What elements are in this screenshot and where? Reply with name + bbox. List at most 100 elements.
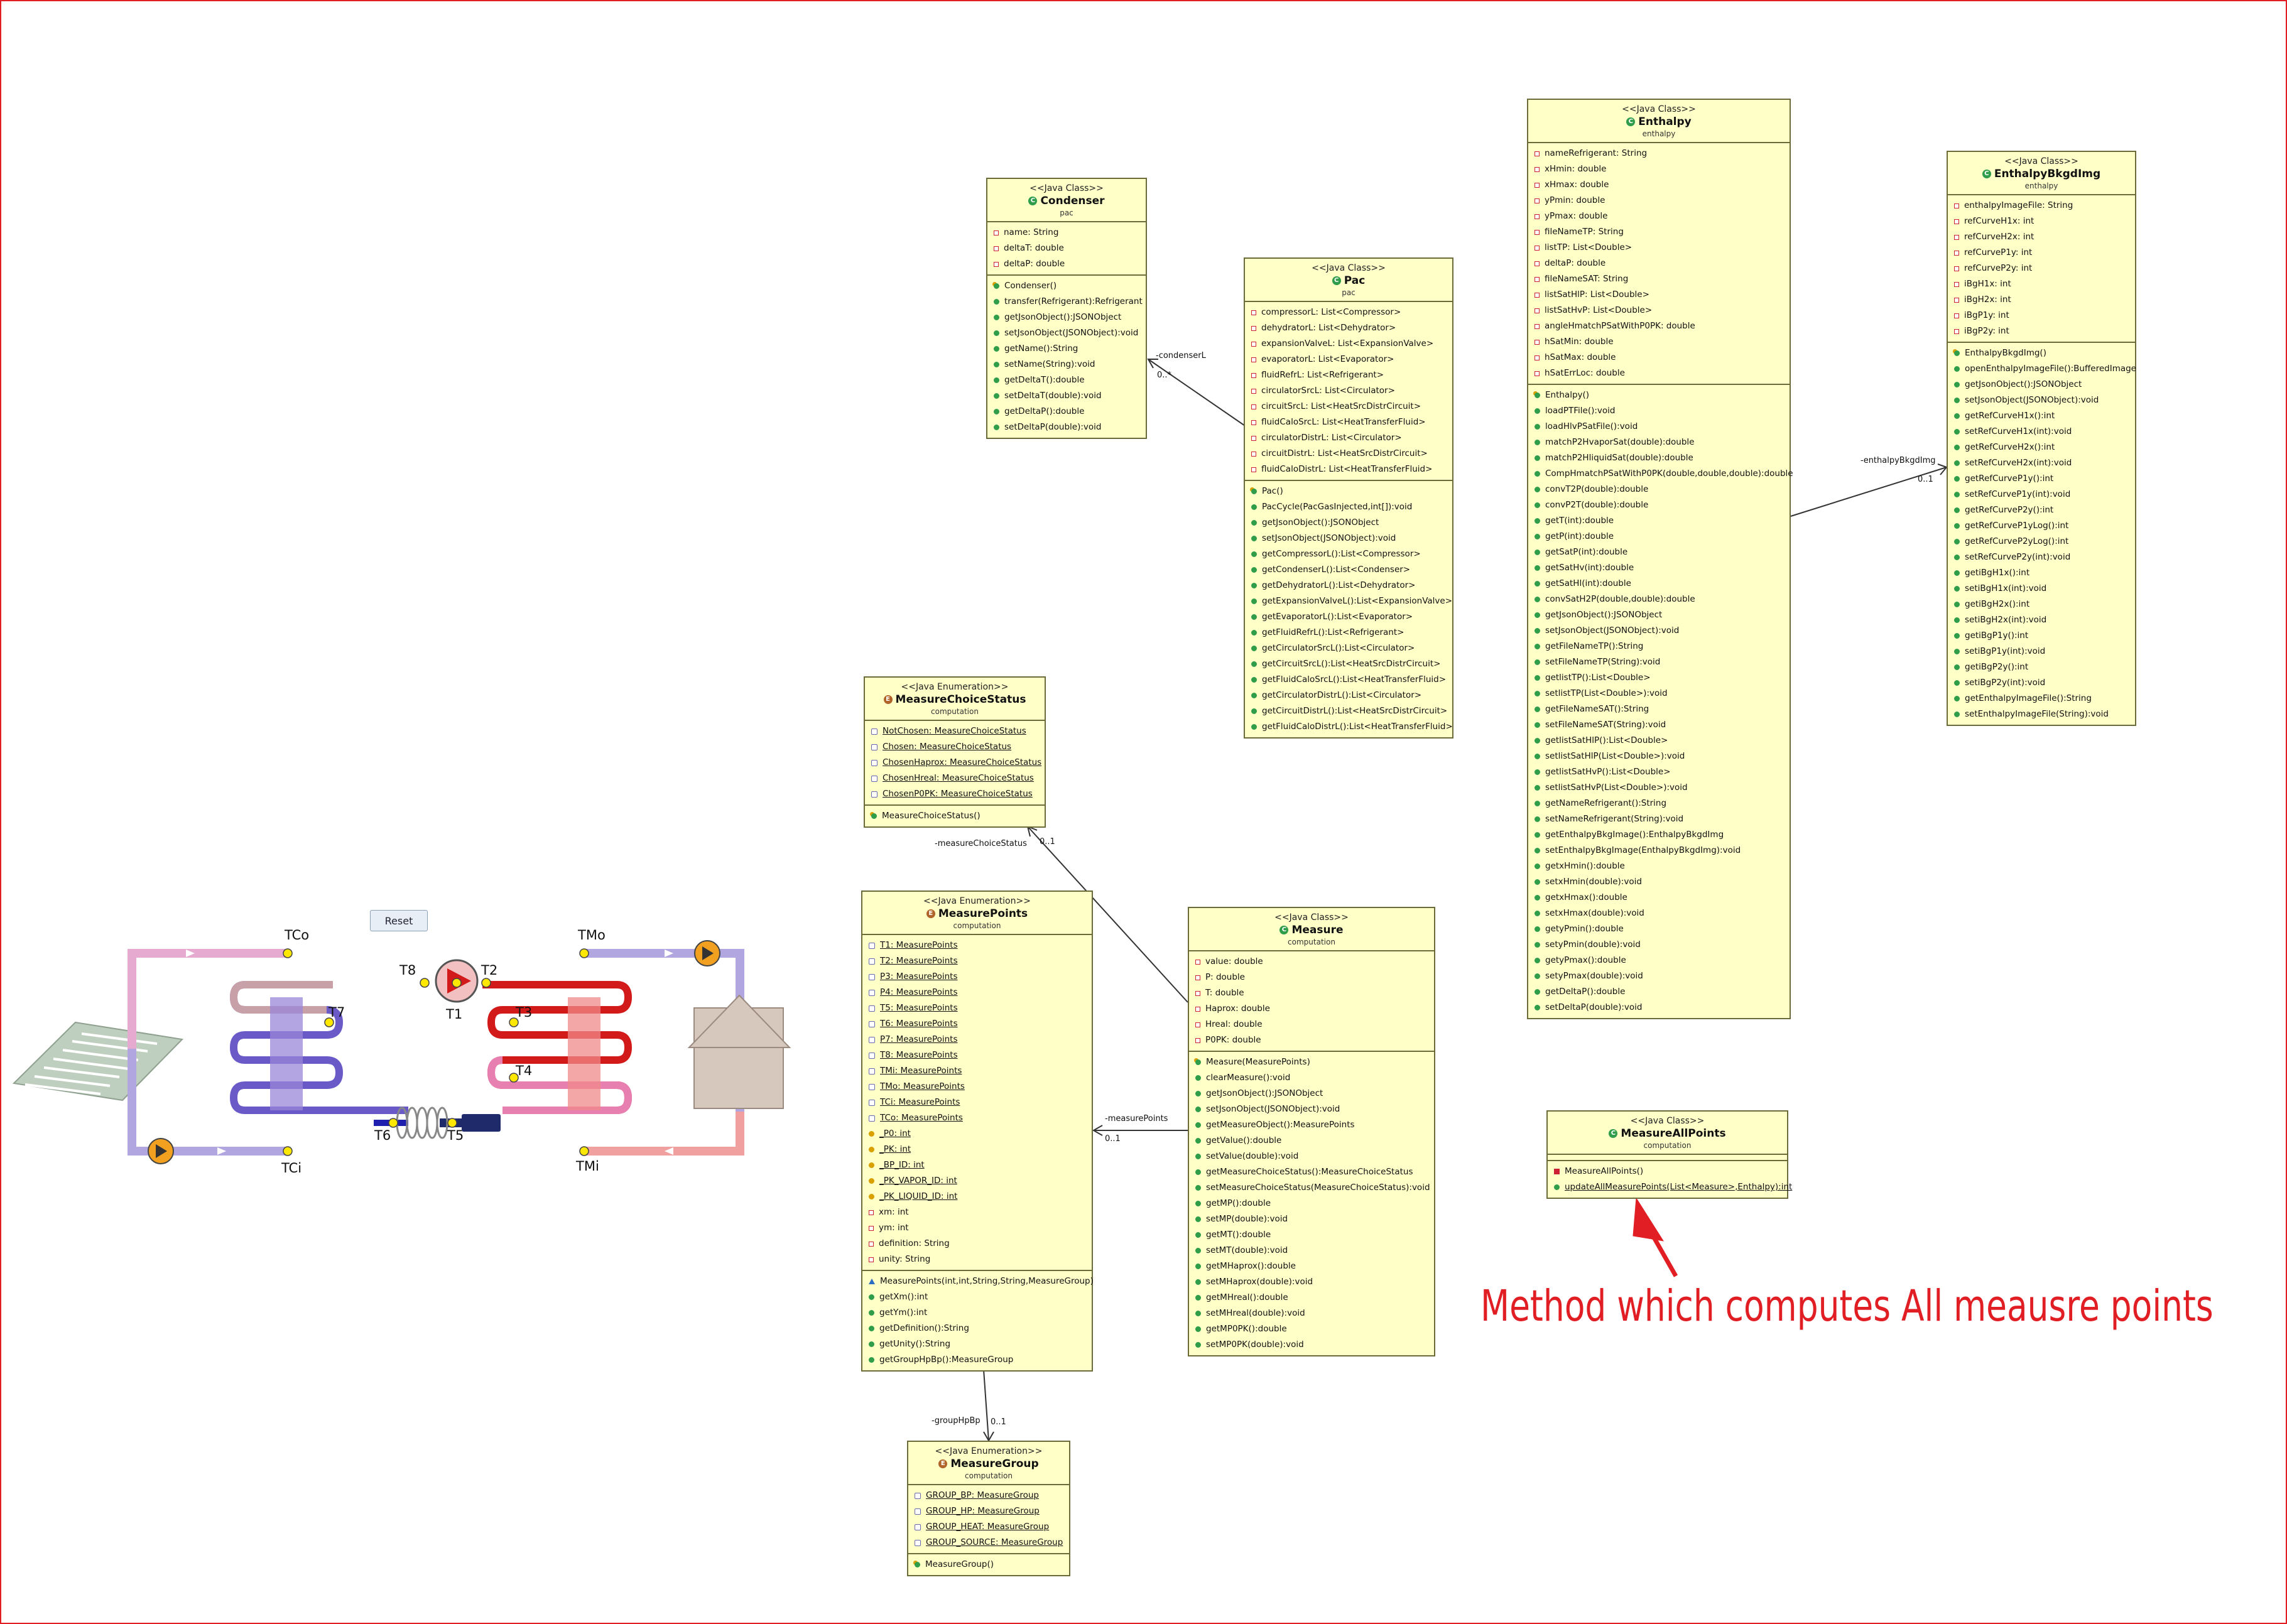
attribute-row[interactable]: dehydratorL: List<Dehydrator> (1245, 320, 1452, 336)
method-row[interactable]: setiBgH1x(int):void (1948, 581, 2135, 597)
attribute-row[interactable]: Hreal: double (1189, 1017, 1434, 1032)
method-row[interactable]: Enthalpy() (1528, 387, 1790, 403)
method-row[interactable]: getJsonObject():JSONObject (987, 310, 1146, 325)
attribute-row[interactable]: T6: MeasurePoints (862, 1016, 1092, 1032)
attribute-row[interactable]: deltaP: double (987, 256, 1146, 272)
method-row[interactable]: EnthalpyBkgdImg() (1948, 345, 2135, 361)
method-row[interactable]: setMT(double):void (1189, 1243, 1434, 1259)
method-row[interactable]: getyPmin():double (1528, 921, 1790, 937)
method-row[interactable]: getP(int):double (1528, 529, 1790, 544)
attribute-row[interactable]: value: double (1189, 954, 1434, 970)
attribute-row[interactable]: GROUP_HP: MeasureGroup (908, 1503, 1069, 1519)
method-row[interactable]: getiBgH2x():int (1948, 597, 2135, 612)
method-row[interactable]: setMP0PK(double):void (1189, 1337, 1434, 1353)
method-row[interactable]: CompHmatchPSatWithP0PK(double,double,dou… (1528, 466, 1793, 482)
method-row[interactable]: setiBgH2x(int):void (1948, 612, 2135, 628)
method-row[interactable]: setMHaprox(double):void (1189, 1274, 1434, 1290)
method-row[interactable]: getCircuitDistrL():List<HeatSrcDistrCirc… (1245, 703, 1452, 719)
method-row[interactable]: setName(String):void (987, 357, 1146, 372)
method-row[interactable]: getlistTP():List<Double> (1528, 670, 1790, 686)
method-row[interactable]: loadHlvPSatFile():void (1528, 419, 1790, 435)
attribute-row[interactable]: listSatHlP: List<Double> (1528, 287, 1790, 303)
method-row[interactable]: getFileNameTP():String (1528, 639, 1790, 654)
method-row[interactable]: setlistSatHvP(List<Double>):void (1528, 780, 1790, 796)
method-row[interactable]: getlistSatHlP():List<Double> (1528, 733, 1790, 749)
method-row[interactable]: getRefCurveP2yLog():int (1948, 534, 2135, 549)
attribute-row[interactable]: circuitSrcL: List<HeatSrcDistrCircuit> (1245, 399, 1452, 414)
method-row[interactable]: getMHreal():double (1189, 1290, 1434, 1306)
attribute-row[interactable]: enthalpyImageFile: String (1948, 198, 2135, 214)
attribute-row[interactable]: hSatMin: double (1528, 334, 1790, 350)
attribute-row[interactable]: angleHmatchPSatWithP0PK: double (1528, 318, 1790, 334)
method-row[interactable]: getRefCurveP1yLog():int (1948, 518, 2135, 534)
method-row[interactable]: openEnthalpyImageFile():BufferedImage (1948, 361, 2136, 377)
method-row[interactable]: getMHaprox():double (1189, 1259, 1434, 1274)
method-row[interactable]: getGroupHpBp():MeasureGroup (862, 1352, 1092, 1368)
method-row[interactable]: getMP0PK():double (1189, 1321, 1434, 1337)
method-row[interactable]: MeasurePoints(int,int,String,String,Meas… (862, 1274, 1094, 1289)
method-row[interactable]: getiBgH1x():int (1948, 565, 2135, 581)
method-row[interactable]: getFluidCaloSrcL():List<HeatTransferFlui… (1245, 672, 1452, 688)
method-row[interactable]: getMeasureObject():MeasurePoints (1189, 1117, 1434, 1133)
attribute-row[interactable]: NotChosen: MeasureChoiceStatus (865, 723, 1045, 739)
method-row[interactable]: getxHmin():double (1528, 858, 1790, 874)
method-row[interactable]: getJsonObject():JSONObject (1528, 607, 1790, 623)
method-row[interactable]: setEnthalpyBkgImage(EnthalpyBkgdImg):voi… (1528, 843, 1790, 858)
reset-button[interactable]: Reset (370, 910, 428, 931)
method-row[interactable]: getSatHv(int):double (1528, 560, 1790, 576)
method-row[interactable]: setFileNameTP(String):void (1528, 654, 1790, 670)
method-row[interactable]: getRefCurveP2y():int (1948, 502, 2135, 518)
method-row[interactable]: getEnthalpyImageFile():String (1948, 691, 2135, 706)
method-row[interactable]: getNameRefrigerant():String (1528, 796, 1790, 811)
method-row[interactable]: getT(int):double (1528, 513, 1790, 529)
attribute-row[interactable]: TCo: MeasurePoints (862, 1110, 1092, 1126)
attribute-row[interactable]: GROUP_HEAT: MeasureGroup (908, 1519, 1069, 1535)
method-row[interactable]: getCondenserL():List<Condenser> (1245, 562, 1452, 578)
method-row[interactable]: setMHreal(double):void (1189, 1306, 1434, 1321)
attribute-row[interactable]: yPmin: double (1528, 193, 1790, 208)
attribute-row[interactable]: deltaT: double (987, 241, 1146, 256)
method-row[interactable]: getXm():int (862, 1289, 1092, 1305)
attribute-row[interactable]: Haprox: double (1189, 1001, 1434, 1017)
attribute-row[interactable]: iBgH2x: int (1948, 292, 2135, 308)
method-row[interactable]: setxHmax(double):void (1528, 906, 1790, 921)
method-row[interactable]: getFileNameSAT():String (1528, 701, 1790, 717)
attribute-row[interactable]: TMi: MeasurePoints (862, 1063, 1092, 1079)
method-row[interactable]: setEnthalpyImageFile(String):void (1948, 706, 2135, 722)
method-row[interactable]: setValue(double):void (1189, 1149, 1434, 1164)
method-row[interactable]: getyPmax():double (1528, 953, 1790, 968)
method-row[interactable]: setJsonObject(JSONObject):void (1948, 392, 2135, 408)
attribute-row[interactable]: ChosenHaprox: MeasureChoiceStatus (865, 755, 1045, 771)
attribute-row[interactable]: TMo: MeasurePoints (862, 1079, 1092, 1095)
attribute-row[interactable]: compressorL: List<Compressor> (1245, 305, 1452, 320)
method-row[interactable]: setDeltaP(double):void (987, 420, 1146, 435)
method-row[interactable]: setRefCurveP2y(int):void (1948, 549, 2135, 565)
method-row[interactable]: getCircuitSrcL():List<HeatSrcDistrCircui… (1245, 656, 1452, 672)
attribute-row[interactable]: circulatorSrcL: List<Circulator> (1245, 383, 1452, 399)
method-row[interactable]: getExpansionValveL():List<ExpansionValve… (1245, 593, 1452, 609)
method-row[interactable]: getDeltaP():double (1528, 984, 1790, 1000)
method-row[interactable]: matchP2HvaporSat(double):double (1528, 435, 1790, 450)
method-row[interactable]: setJsonObject(JSONObject):void (987, 325, 1146, 341)
attribute-row[interactable]: refCurveH2x: int (1948, 229, 2135, 245)
method-row[interactable]: getJsonObject():JSONObject (1189, 1086, 1434, 1102)
method-row[interactable]: getMT():double (1189, 1227, 1434, 1243)
attribute-row[interactable]: definition: String (862, 1236, 1092, 1252)
method-row[interactable]: convT2P(double):double (1528, 482, 1790, 497)
method-row[interactable]: setJsonObject(JSONObject):void (1528, 623, 1790, 639)
attribute-row[interactable]: hSatMax: double (1528, 350, 1790, 365)
attribute-row[interactable]: fluidCaloDistrL: List<HeatTransferFluid> (1245, 462, 1452, 477)
method-row[interactable]: getDeltaP():double (987, 404, 1146, 420)
method-row[interactable]: setJsonObject(JSONObject):void (1245, 531, 1452, 546)
attribute-row[interactable]: fileNameTP: String (1528, 224, 1790, 240)
attribute-row[interactable]: T2: MeasurePoints (862, 953, 1092, 969)
attribute-row[interactable]: refCurveP2y: int (1948, 261, 2135, 276)
attribute-row[interactable]: T1: MeasurePoints (862, 938, 1092, 953)
attribute-row[interactable]: listSatHvP: List<Double> (1528, 303, 1790, 318)
attribute-row[interactable]: name: String (987, 225, 1146, 241)
method-row[interactable]: getJsonObject():JSONObject (1948, 377, 2135, 392)
